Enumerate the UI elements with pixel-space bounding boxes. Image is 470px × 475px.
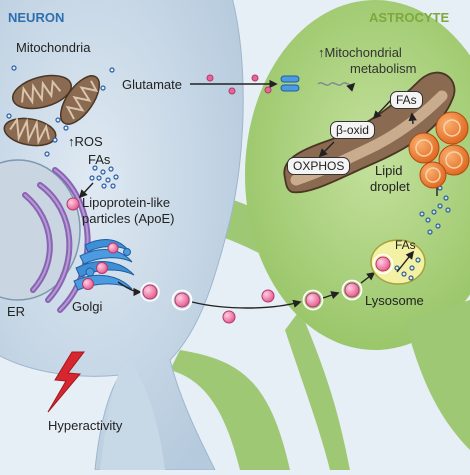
mito-metabolism-label-line2: metabolism [350, 61, 417, 76]
lysosome-fas-label: FAs [395, 238, 416, 252]
ros-dots [6, 65, 115, 157]
lipoprotein-particle [222, 310, 236, 324]
er-label: ER [7, 304, 26, 319]
arrow-betaoxid-to-oxphos [318, 141, 335, 158]
lipoprotein-particle [261, 289, 275, 303]
particle-endosome [344, 282, 360, 298]
mito-metabolism-label-line1: ↑Mitochondrial [318, 45, 402, 60]
arrow-extracellular [191, 299, 302, 309]
lipid-droplet-label-line1: Lipid [375, 163, 403, 178]
arrow-droplet-to-fas [408, 112, 417, 125]
golgi-label: Golgi [72, 299, 103, 314]
lipoprotein-particle [107, 242, 119, 254]
arrow-endocytosis [322, 291, 340, 300]
astrocyte-header: ASTROCYTE [369, 10, 450, 25]
particle-vesicle [171, 289, 193, 311]
arrow-to-lysosome [360, 271, 376, 284]
lysosome-fa-dots [394, 257, 421, 281]
mitochondria-label: Mitochondria [16, 40, 91, 55]
arrow-golgi-to-membrane [117, 281, 142, 297]
lipid-droplet-icon [408, 111, 470, 189]
astrocyte-process-right [285, 310, 350, 470]
rising-fa-dots [419, 185, 451, 235]
glutamate-label: Glutamate [122, 77, 182, 92]
glutamate-dot [206, 74, 214, 82]
particle-uptake [305, 292, 321, 308]
fas-box: FAs [390, 91, 423, 109]
neuron-axon [100, 360, 165, 470]
particle-secreting [174, 292, 190, 308]
astrocyte-process-lower [170, 350, 290, 470]
glutamate-receptor-icon [280, 75, 300, 92]
fas-neuron-label: FAs [88, 152, 111, 167]
glutamate-dot [251, 74, 259, 82]
hyperactivity-label: Hyperactivity [48, 418, 123, 433]
beta-oxid-box: β-oxid [330, 121, 375, 139]
lysosome-label: Lysosome [365, 293, 424, 308]
lipid-droplet-label-line2: droplet [370, 179, 410, 194]
particle-vesicle [140, 282, 160, 302]
arrow-fas-to-particle [78, 182, 94, 199]
lipoprotein-particle [66, 197, 80, 211]
er-highlight [24, 169, 89, 311]
neuron-nucleus [0, 159, 81, 301]
wavy-arrow [317, 82, 356, 92]
neuron-header: NEURON [8, 10, 65, 25]
lipoprotein-label-line2: particles (ApoE) [82, 211, 175, 226]
mitochondria-icon [3, 74, 101, 147]
ros-label: ↑ROS [68, 134, 103, 149]
lightning-icon [47, 351, 86, 413]
lipoprotein-particle [96, 262, 108, 274]
fatty-acid-dots [89, 165, 119, 189]
particle-vesicle [341, 279, 363, 301]
particle-vesicle [302, 289, 324, 311]
oxphos-box: OXPHOS [287, 157, 351, 175]
particle-secreting [142, 284, 158, 300]
arrow-fas-to-betaoxid [372, 99, 392, 120]
lipoprotein-particle [82, 278, 94, 290]
glutamate-dot [228, 87, 236, 95]
lipoprotein-label-line1: Lipoprotein-like [82, 195, 171, 210]
astrocyte-process-edge [405, 300, 470, 450]
glutamate-dot [264, 86, 272, 94]
arrow-lysosome-fas [396, 250, 415, 273]
